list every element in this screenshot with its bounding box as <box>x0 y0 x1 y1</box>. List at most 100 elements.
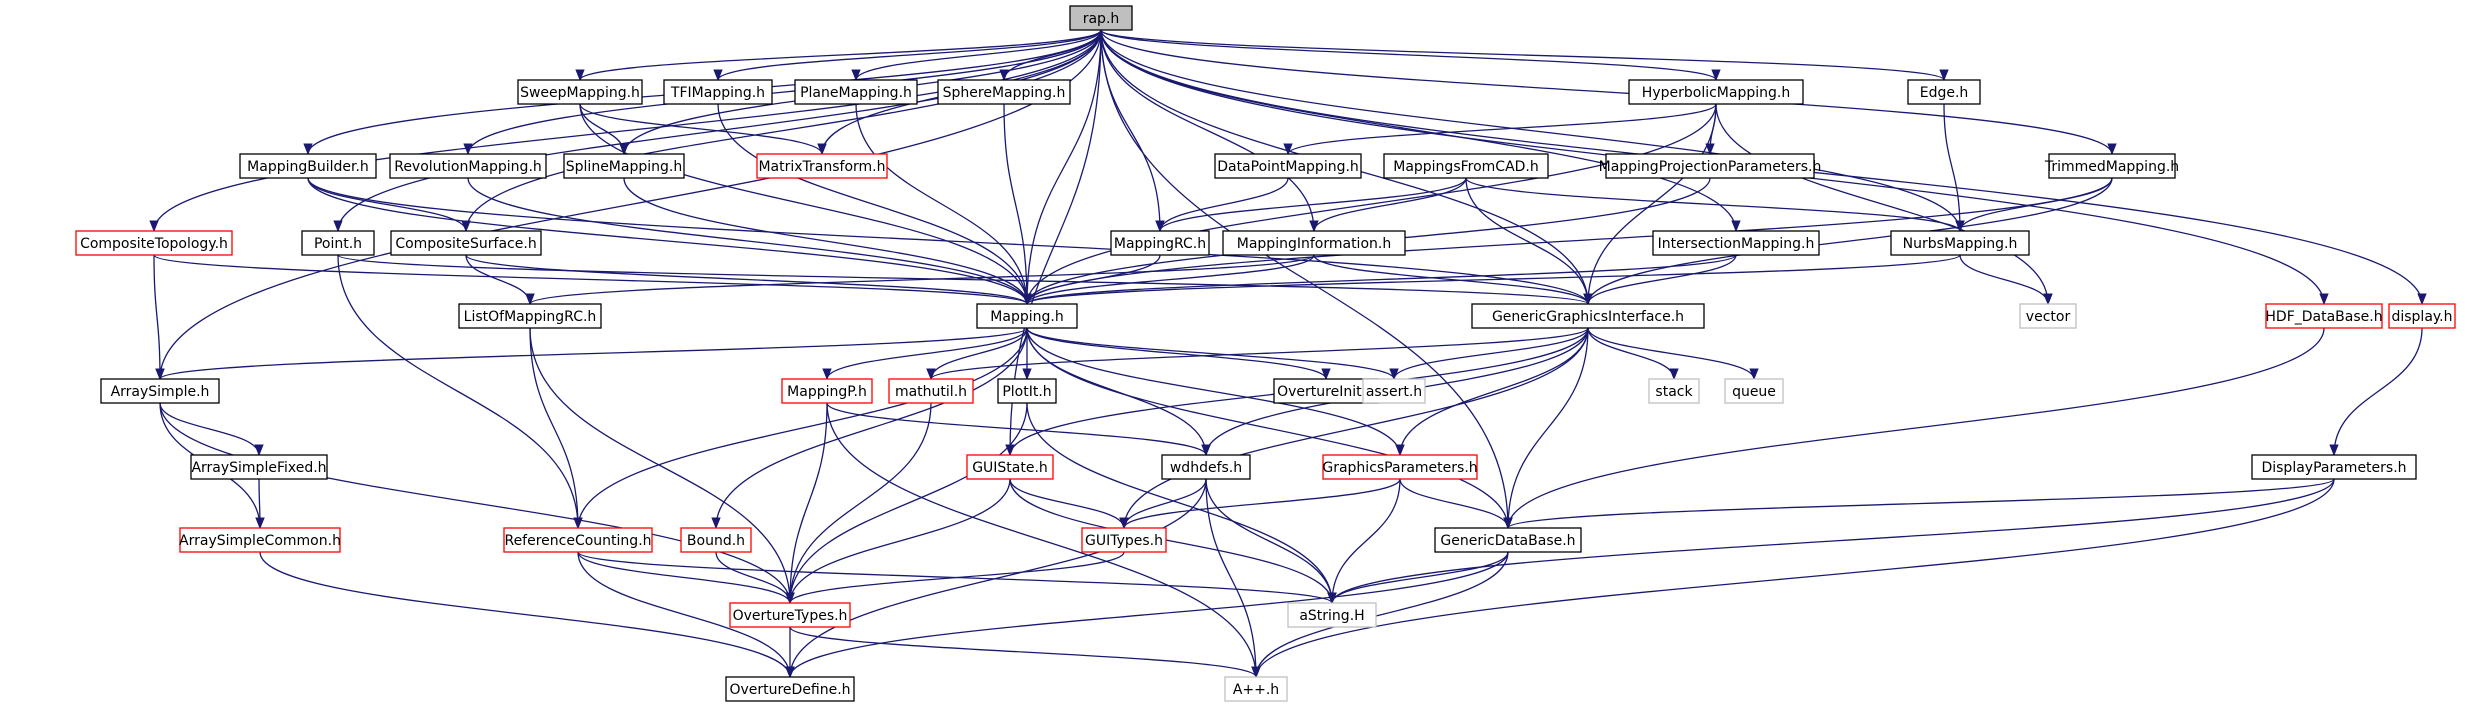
node-box <box>100 378 220 404</box>
node-label: MappingBuilder.h <box>247 159 369 175</box>
node-label: stack <box>1655 384 1693 400</box>
edge-wdh-to-app <box>1205 478 1261 679</box>
node-box <box>2388 303 2456 329</box>
node-stack[interactable]: stack <box>1648 378 1700 404</box>
edge-ggi-to-guitypes <box>1119 327 1589 530</box>
node-mathutil[interactable]: mathutil.h <box>888 378 974 404</box>
node-ascommon[interactable]: ArraySimpleCommon.h <box>179 527 341 553</box>
edge-refcount-to-otypes <box>577 551 795 605</box>
node-spline[interactable]: SplineMapping.h <box>563 153 685 179</box>
node-box <box>781 378 873 404</box>
node-mpp[interactable]: MappingProjectionParameters.h <box>1599 153 1822 179</box>
node-hyper[interactable]: HyperbolicMapping.h <box>1628 79 1804 105</box>
node-tfi[interactable]: TFIMapping.h <box>663 79 773 105</box>
node-label: A++.h <box>1233 682 1279 698</box>
edge-rap-to-compsurf <box>461 29 1102 233</box>
node-label: display.h <box>2391 309 2452 325</box>
node-assert[interactable]: assert.h <box>1362 378 1426 404</box>
node-odefine[interactable]: OvertureDefine.h <box>725 676 855 702</box>
node-box <box>301 230 375 256</box>
node-astring[interactable]: aString.H <box>1287 602 1377 628</box>
node-label: GraphicsParameters.h <box>1322 460 1477 476</box>
node-label: aString.H <box>1299 608 1364 624</box>
edges-layer <box>149 29 2427 679</box>
edge-rap-to-nurbs <box>1100 29 1965 233</box>
node-ggi[interactable]: GenericGraphicsInterface.h <box>1471 303 1705 329</box>
node-display[interactable]: display.h <box>2388 303 2456 329</box>
node-mapping[interactable]: Mapping.h <box>976 303 1078 329</box>
node-sphere[interactable]: SphereMapping.h <box>937 79 1071 105</box>
node-inters[interactable]: IntersectionMapping.h <box>1652 230 1820 256</box>
node-box <box>1069 5 1133 31</box>
node-wdh[interactable]: wdhdefs.h <box>1161 454 1251 480</box>
edge-mbuilder-to-compsurf <box>307 177 471 233</box>
node-comptopo[interactable]: CompositeTopology.h <box>75 230 233 256</box>
node-box <box>1273 378 1379 404</box>
node-label: CompositeSurface.h <box>395 236 536 252</box>
node-gparams[interactable]: GraphicsParameters.h <box>1322 454 1478 480</box>
edge-gdb-to-astring <box>1327 551 1509 605</box>
edge-ggi-to-gdb <box>1503 327 1589 530</box>
node-plotit[interactable]: PlotIt.h <box>997 378 1057 404</box>
edge-dparams-to-astring <box>1327 478 2335 605</box>
edge-mapping-to-assert <box>1026 327 1399 381</box>
node-vector[interactable]: vector <box>2019 303 2077 329</box>
edge-mapping-to-asimple <box>155 327 1028 381</box>
node-listmrc[interactable]: ListOfMappingRC.h <box>458 303 602 329</box>
node-compsurf[interactable]: CompositeSurface.h <box>390 230 542 256</box>
node-sweep[interactable]: SweepMapping.h <box>517 79 643 105</box>
node-app[interactable]: A++.h <box>1224 676 1288 702</box>
node-box <box>2265 303 2383 329</box>
node-box <box>1222 230 1406 256</box>
node-mcad[interactable]: MappingsFromCAD.h <box>1383 153 1549 179</box>
node-label: OvertureDefine.h <box>729 682 850 698</box>
edge-hyper-to-mapping <box>1022 103 1717 306</box>
edge-ggi-to-gparams <box>1395 327 1589 457</box>
edge-hyper-to-ggi <box>1583 103 1717 306</box>
edge-mapping-to-refcount <box>573 327 1028 530</box>
node-label: mathutil.h <box>895 384 967 400</box>
node-guitypes[interactable]: GUITypes.h <box>1081 527 1167 553</box>
node-queue[interactable]: queue <box>1724 378 1784 404</box>
node-asfixed[interactable]: ArraySimpleFixed.h <box>190 454 328 480</box>
node-box <box>1081 527 1167 553</box>
node-mattrans[interactable]: MatrixTransform.h <box>756 153 888 179</box>
edge-sphere-to-mapping <box>1003 103 1032 306</box>
node-gdb[interactable]: GenericDataBase.h <box>1434 527 1582 553</box>
edge-refcount-to-odefine <box>577 551 795 679</box>
node-guistate[interactable]: GUIState.h <box>966 454 1054 480</box>
node-mappingp[interactable]: MappingP.h <box>781 378 873 404</box>
edge-minfo-to-listmrc <box>525 254 1315 306</box>
node-trimmed[interactable]: TrimmedMapping.h <box>2044 153 2179 179</box>
edge-asimple-to-otypes <box>159 402 795 605</box>
node-box <box>997 378 1057 404</box>
node-hdf[interactable]: HDF_DataBase.h <box>2265 303 2383 329</box>
node-rap[interactable]: rap.h <box>1069 5 1133 31</box>
node-bound[interactable]: Bound.h <box>680 527 752 553</box>
node-label: ListOfMappingRC.h <box>464 309 597 325</box>
node-dparams[interactable]: DisplayParameters.h <box>2251 454 2417 480</box>
node-plane[interactable]: PlaneMapping.h <box>794 79 918 105</box>
node-point[interactable]: Point.h <box>301 230 375 256</box>
node-minfo[interactable]: MappingInformation.h <box>1222 230 1406 256</box>
node-box <box>389 153 547 179</box>
node-box <box>517 79 643 105</box>
node-revol[interactable]: RevolutionMapping.h <box>389 153 547 179</box>
node-mbuilder[interactable]: MappingBuilder.h <box>239 153 377 179</box>
node-label: DisplayParameters.h <box>2261 460 2406 476</box>
node-refcount[interactable]: ReferenceCounting.h <box>503 527 653 553</box>
node-asimple[interactable]: ArraySimple.h <box>100 378 220 404</box>
node-mrc[interactable]: MappingRC.h <box>1110 230 1210 256</box>
edge-spline-to-mapping <box>623 177 1032 306</box>
node-dpm[interactable]: DataPointMapping.h <box>1214 153 1362 179</box>
node-otypes[interactable]: OvertureTypes.h <box>729 602 851 628</box>
node-label: OvertureTypes.h <box>733 608 848 624</box>
node-label: MappingInformation.h <box>1237 236 1391 252</box>
node-edge[interactable]: Edge.h <box>1907 79 1981 105</box>
edge-rap-to-minfo <box>1100 29 1319 233</box>
node-label: MappingProjectionParameters.h <box>1599 159 1822 175</box>
node-ovinit[interactable]: OvertureInit.h <box>1273 378 1379 404</box>
node-label: ArraySimpleFixed.h <box>191 460 326 476</box>
node-nurbs[interactable]: NurbsMapping.h <box>1890 230 2030 256</box>
edge-rap-to-comptopo <box>149 29 1102 233</box>
